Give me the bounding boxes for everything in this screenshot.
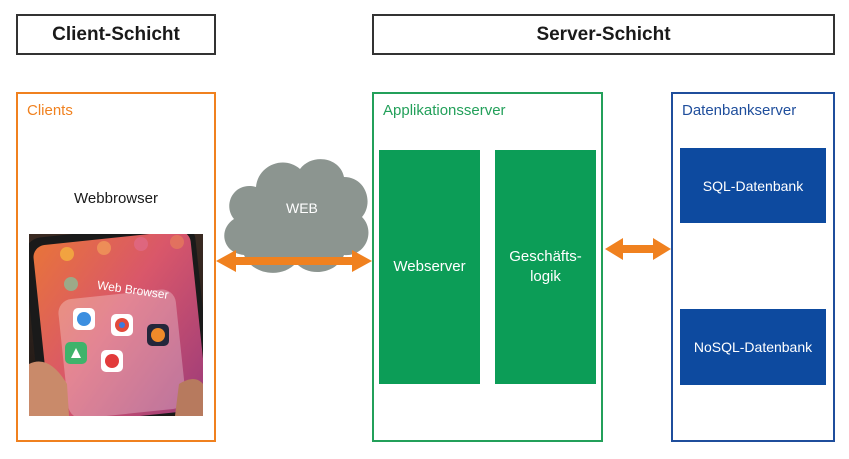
phone-illustration: Web Browser	[29, 234, 203, 416]
cloud-icon	[224, 159, 369, 273]
cloud-label: WEB	[286, 200, 318, 216]
server-layer-header: Server-Schicht	[372, 14, 835, 55]
double-arrow-icon	[216, 250, 372, 272]
database-server-panel: Datenbankserver	[671, 92, 835, 442]
arrow-web-connection	[214, 247, 374, 275]
webserver-box: Webserver	[379, 150, 480, 384]
webbrowser-label: Webbrowser	[74, 190, 158, 207]
business-logic-label: Geschäfts- logik	[509, 248, 582, 285]
phone-photo: Web Browser	[29, 234, 203, 416]
web-cloud: WEB	[216, 147, 376, 287]
double-arrow-icon	[605, 238, 671, 260]
client-layer-header: Client-Schicht	[16, 14, 216, 55]
webserver-label: Webserver	[393, 258, 466, 275]
clients-title: Clients	[27, 102, 73, 119]
arrow-db-connection	[603, 235, 673, 263]
nosql-database-label: NoSQL-Datenbank	[693, 339, 813, 355]
database-server-title: Datenbankserver	[682, 102, 797, 119]
sql-database-label: SQL-Datenbank	[702, 177, 804, 194]
application-server-title: Applikationsserver	[383, 102, 506, 119]
server-layer-label: Server-Schicht	[536, 23, 671, 45]
business-logic-box: Geschäfts- logik	[495, 150, 596, 384]
client-layer-label: Client-Schicht	[52, 23, 180, 45]
sql-database-box: SQL-Datenbank	[680, 148, 826, 223]
nosql-database-box: NoSQL-Datenbank	[680, 309, 826, 385]
